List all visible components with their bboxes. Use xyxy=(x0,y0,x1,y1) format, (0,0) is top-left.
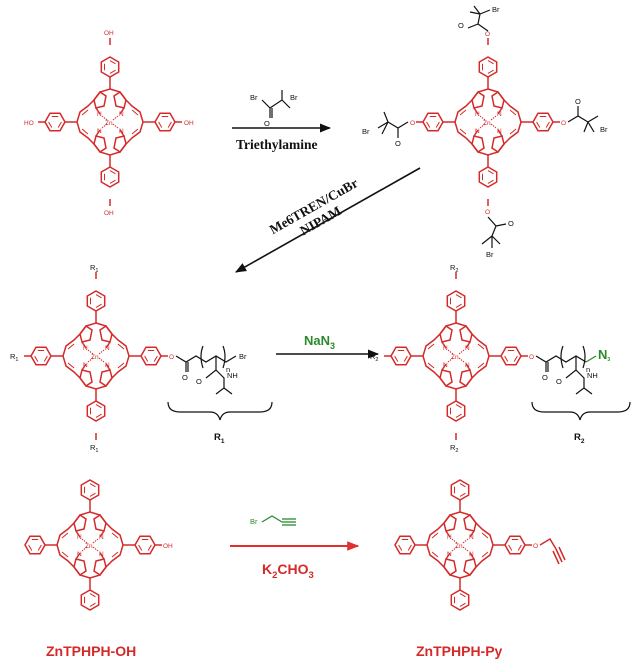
n-label: N xyxy=(99,551,104,558)
r1-group-label: R1 xyxy=(214,432,225,445)
zn-label: Zn xyxy=(483,120,491,127)
n-label: N xyxy=(97,128,102,135)
n-label: N xyxy=(83,345,88,352)
br-label: Br xyxy=(600,125,608,134)
zn-label: Zn xyxy=(91,354,99,361)
n-label: N xyxy=(105,345,110,352)
o-label: O xyxy=(458,21,464,30)
n-label: N xyxy=(447,534,452,541)
n-label: N xyxy=(77,551,82,558)
reagent-propargyl-bromide: Br xyxy=(250,515,296,526)
oh-label-top: OH xyxy=(104,30,114,37)
n-label: N xyxy=(465,345,470,352)
compound-name-zntphph-oh: ZnTPHPH-OH xyxy=(46,643,136,659)
o-label: O xyxy=(533,543,538,550)
o-label: O xyxy=(542,373,548,382)
o-label: O xyxy=(529,354,534,361)
compound-zntphph-oh: OH Zn N N N N ZnTPHPH-OH xyxy=(25,480,173,659)
reagent-atrp: Me6TREN/CuBr NIPAM xyxy=(267,175,361,238)
br-label: Br xyxy=(290,93,298,102)
n-label: N xyxy=(475,128,480,135)
r1-label-left: R1 xyxy=(10,352,18,363)
o-label: O xyxy=(410,120,415,127)
n-label: N xyxy=(97,111,102,118)
nh-label: NH xyxy=(227,371,238,380)
zn-label: Zn xyxy=(85,543,93,550)
o-label: O xyxy=(182,373,188,382)
n-label: N xyxy=(475,111,480,118)
compound-tetrabromoester-porphyrin: O O Br O O Br O O Br O O Br Zn N N N N xyxy=(362,5,608,259)
br-label: Br xyxy=(492,5,500,14)
n-label: N xyxy=(119,128,124,135)
oh-label-right: OH xyxy=(184,120,194,127)
compound-tetrahydroxyphenyl-porphyrin: OH OH HO OH Zn N N N N xyxy=(24,30,194,217)
reagent-sodium-azide: NaN3 xyxy=(304,333,335,351)
reagent-triethylamine: Triethylamine xyxy=(236,137,318,152)
o-label: O xyxy=(561,120,566,127)
r2-label-bottom: R2 xyxy=(450,443,458,454)
o-label: O xyxy=(485,209,490,216)
r2-label-left: R2 xyxy=(370,352,378,363)
compound-name-zntphph-py: ZnTPHPH-Py xyxy=(416,643,503,659)
n-label: N xyxy=(469,551,474,558)
zn-label: Zn xyxy=(451,354,459,361)
oh-label: OH xyxy=(163,543,173,550)
o-label: O xyxy=(395,139,401,148)
n-label: N xyxy=(443,362,448,369)
n-label: N xyxy=(447,551,452,558)
n-label: N xyxy=(105,362,110,369)
o-label: O xyxy=(556,377,562,386)
n-label: N xyxy=(83,362,88,369)
compound-r2-azide-porphyrin: R2 R2 R2 O Zn N N N N O O NH n N3 R2 xyxy=(370,263,631,454)
oh-label-bottom: OH xyxy=(104,210,114,217)
r1-label-bottom: R1 xyxy=(90,443,98,454)
n-label: N xyxy=(99,534,104,541)
compound-zntphph-py: O Zn N N N N ZnTPHPH-Py xyxy=(395,480,566,659)
o-label: O xyxy=(264,119,270,128)
n-label: N xyxy=(469,534,474,541)
o-label: O xyxy=(508,219,514,228)
br-label: Br xyxy=(239,352,247,361)
zn-label: Zn xyxy=(105,120,113,127)
reagent-bromoisobutyryl-bromide: Br Br O xyxy=(250,90,298,128)
n-label: N xyxy=(443,345,448,352)
r2-group-label: R2 xyxy=(574,432,585,445)
reagent-base: K2CHO3 xyxy=(262,561,314,581)
r2-label-top: R2 xyxy=(450,263,458,274)
o-label: O xyxy=(575,97,581,106)
nh-label: NH xyxy=(587,371,598,380)
o-label: O xyxy=(485,31,490,38)
n-label: N xyxy=(465,362,470,369)
o-label: O xyxy=(169,354,174,361)
n-label: N xyxy=(77,534,82,541)
compound-r1-polymer-porphyrin: R1 R1 R1 O Zn N N N N O O NH n Br R1 xyxy=(10,263,273,454)
n-label: N xyxy=(119,111,124,118)
n-subscript-label: n xyxy=(226,365,230,374)
br-label: Br xyxy=(250,517,258,526)
n-label: N xyxy=(497,111,502,118)
n-label: N xyxy=(497,128,502,135)
n-subscript-label: n xyxy=(586,365,590,374)
azide-label: N3 xyxy=(598,347,610,363)
o-label: O xyxy=(196,377,202,386)
br-label: Br xyxy=(250,93,258,102)
br-label: Br xyxy=(362,127,370,136)
zn-label: Zn xyxy=(455,543,463,550)
ho-label-left: HO xyxy=(24,120,34,127)
br-label: Br xyxy=(486,250,494,259)
reaction-arrow-2 xyxy=(235,167,421,273)
r1-label-top: R1 xyxy=(90,263,98,274)
